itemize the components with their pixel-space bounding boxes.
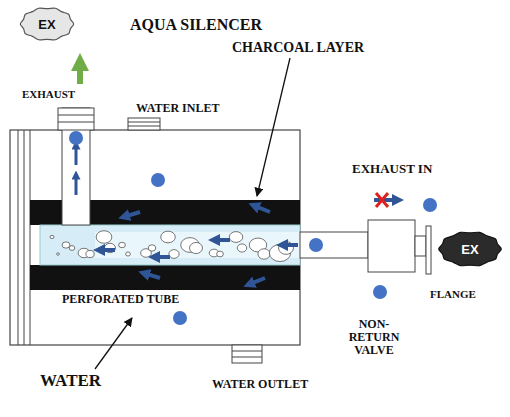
part-label: EXHAUST IN: [352, 162, 432, 176]
bubble: [119, 242, 126, 247]
flow-arrow: [75, 175, 78, 195]
flow-marker: [69, 131, 83, 145]
flow-arrow: [124, 212, 140, 217]
flow-arrow: [214, 238, 230, 242]
end-cap-line: [30, 130, 31, 345]
flow-arrow: [254, 206, 270, 212]
bubble: [237, 244, 246, 252]
bubble: [169, 250, 179, 259]
pipe-cap: [58, 108, 94, 130]
part-label: EXHAUST: [22, 88, 75, 100]
cap-line: [58, 115, 94, 116]
silencer-body: [10, 130, 300, 345]
cap-line: [58, 122, 94, 123]
cloud-text: EX: [461, 243, 478, 256]
stub-line: [232, 351, 262, 352]
part-label: WATER OUTLET: [212, 378, 308, 391]
bubble: [217, 251, 224, 257]
bubble: [86, 250, 94, 257]
block-cross: [376, 193, 388, 207]
bubble: [258, 249, 270, 259]
part-label: FLANGE: [430, 288, 476, 300]
inlet-pipe: [300, 232, 368, 258]
part-label: CHARCOAL LAYER: [232, 40, 364, 55]
exhaust-arrow: [77, 62, 83, 84]
bubble: [50, 235, 54, 238]
stub-line: [232, 357, 262, 358]
exhaust-cloud: EX: [434, 228, 506, 270]
bubble: [69, 246, 75, 251]
end-cap-line: [24, 130, 25, 345]
non-return-valve: [368, 220, 415, 272]
blocked-flow-arrow: [374, 198, 398, 202]
block-cross: [376, 193, 388, 207]
flow-arrow: [249, 278, 265, 284]
flow-arrow: [144, 273, 160, 278]
part-label: WATER INLET: [136, 102, 219, 115]
charcoal-layer: [30, 265, 300, 290]
cloud-outline: [20, 8, 73, 40]
bubble: [161, 231, 176, 243]
part-label: PERFORATED TUBE: [62, 293, 179, 306]
flow-marker: [309, 238, 323, 252]
title: AQUA SILENCER: [130, 16, 262, 34]
flow-marker: [423, 198, 437, 212]
flow-arrow: [154, 255, 170, 259]
bubble: [229, 232, 243, 243]
perforated-tube: [40, 225, 300, 265]
stub-line: [128, 126, 160, 127]
flow-marker: [173, 311, 187, 325]
flow-arrow: [282, 243, 298, 247]
stub-line: [128, 122, 160, 123]
cloud-outline: [439, 232, 502, 266]
exhaust-cloud: EX: [16, 4, 78, 44]
water-outlet-stub: [232, 345, 262, 363]
bubble: [148, 245, 155, 251]
flow-arrow: [99, 248, 115, 252]
flow-marker: [373, 285, 387, 299]
leader-line: [257, 58, 290, 196]
bubble: [96, 231, 112, 244]
flow-marker: [151, 173, 165, 187]
flange: [426, 226, 431, 274]
part-label: WATER: [40, 372, 101, 391]
end-cap-line: [18, 130, 19, 345]
leader-line: [95, 318, 132, 369]
flow-arrow: [75, 145, 78, 165]
water-inlet-stub: [128, 118, 160, 130]
bubbles: [50, 231, 293, 262]
bubble: [62, 242, 70, 248]
bubble: [126, 252, 131, 256]
part-label: NON-RETURN VALVE: [334, 318, 414, 358]
bubble: [57, 253, 60, 255]
cloud-text: EX: [38, 18, 55, 31]
bubble: [190, 242, 203, 253]
pipe-stub: [415, 236, 426, 256]
